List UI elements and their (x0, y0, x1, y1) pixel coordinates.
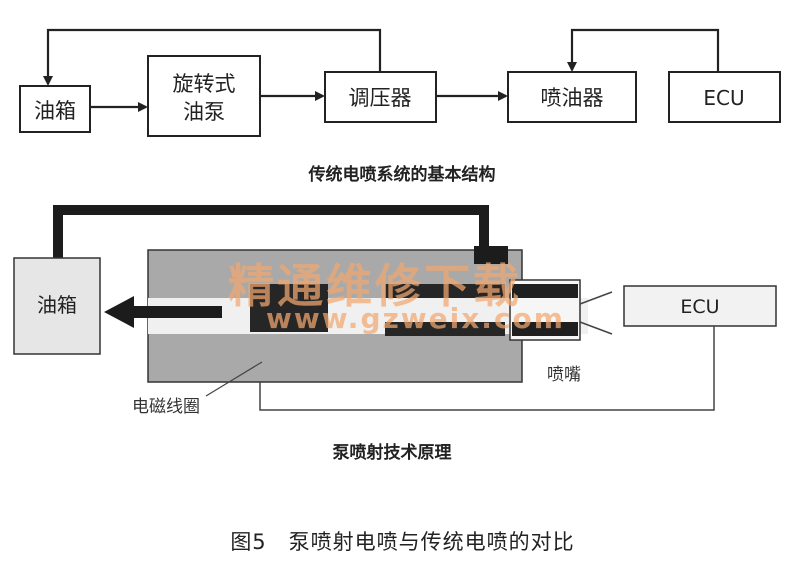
top-diagram-caption: 传统电喷系统的基本结构 (308, 164, 496, 185)
plunger-block-middle-lower (385, 322, 505, 336)
pipe-connector (474, 246, 508, 264)
box-tank-label: 油箱 (34, 99, 76, 123)
flow-arrow-head (104, 296, 134, 328)
watermark-text: 精通维修下载 (228, 259, 522, 313)
nozzle-inner-bottom (512, 322, 578, 336)
box-ecu (668, 71, 781, 123)
figure-caption: 图5 泵喷射电喷与传统电喷的对比 (230, 530, 575, 554)
coil-label: 电磁线圈 (132, 397, 200, 417)
box-regulator-label: 调压器 (349, 86, 412, 110)
bottom-tank (13, 257, 101, 355)
fuel-return-pipe (53, 205, 489, 268)
box-pump (147, 55, 261, 137)
top-diagram: 油箱 旋转式 油泵 调压器 喷油器 ECU 传统电喷系统的基本结构 (19, 28, 781, 185)
nozzle-inner-top (512, 284, 578, 298)
watermark-url: www.gzweix.com (266, 302, 565, 335)
bottom-tank-label: 油箱 (37, 293, 77, 317)
box-pump-label-line2: 油泵 (183, 100, 225, 124)
box-pump-label-line1: 旋转式 (173, 72, 236, 96)
spray-line-lower (579, 321, 613, 335)
nozzle-label: 喷嘴 (547, 365, 581, 385)
box-injector-label: 喷油器 (541, 86, 604, 110)
plunger-block-left (250, 284, 328, 332)
box-injector (507, 71, 637, 123)
spray-line-upper (579, 291, 613, 305)
ecu-wire (259, 326, 715, 411)
bottom-ecu (623, 285, 777, 327)
bottom-ecu-label: ECU (680, 296, 719, 318)
box-tank (19, 85, 91, 133)
bottom-diagram-caption: 泵喷射技术原理 (333, 442, 452, 463)
signal-line-ecu-to-injector (567, 28, 720, 72)
coil-leader-line (205, 361, 263, 397)
return-line-regulator-to-tank (43, 28, 382, 86)
bottom-diagram: 油箱 ECU 电磁线圈 喷嘴 泵喷射技术原理 (13, 205, 777, 463)
box-ecu-label: ECU (703, 86, 744, 110)
plunger-block-middle (385, 284, 505, 298)
